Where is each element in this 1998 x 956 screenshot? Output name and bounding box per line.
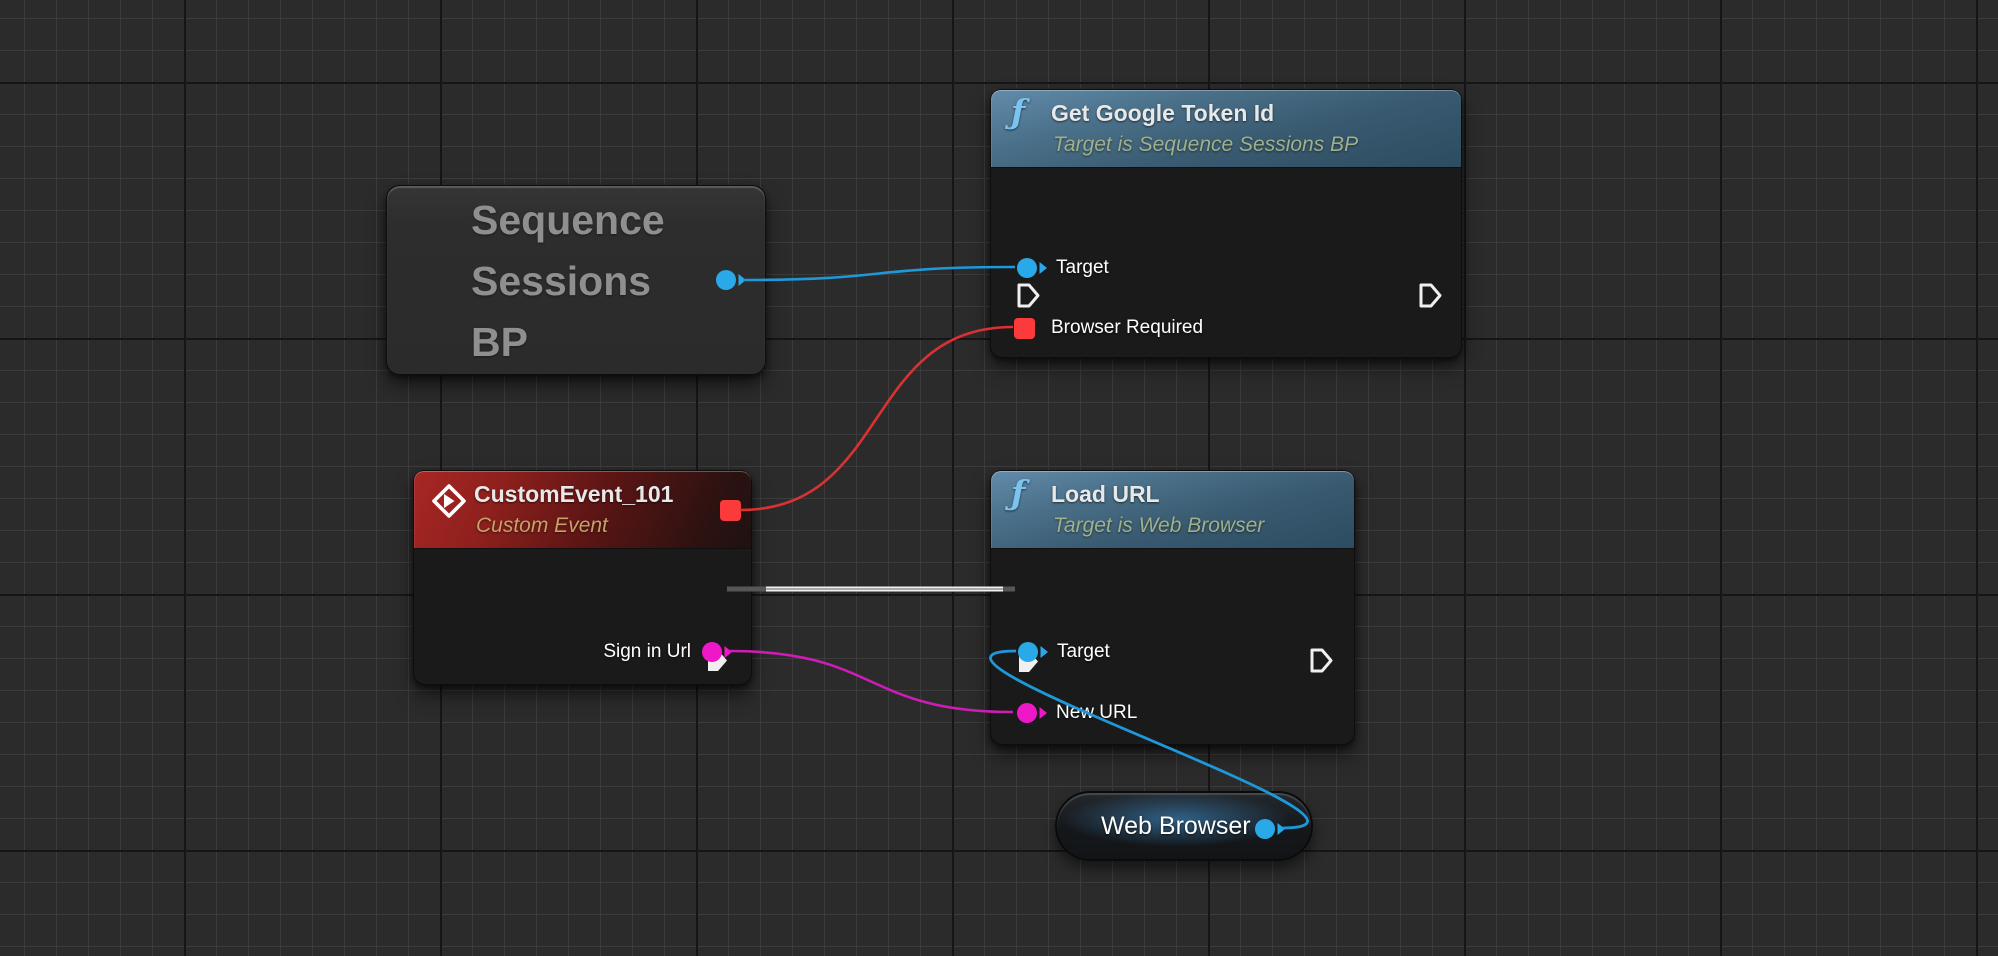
node-sequence-sessions-bp[interactable]: Sequence Sessions BP (386, 185, 766, 375)
exec-out-pin[interactable] (1308, 646, 1335, 675)
target-input-pin[interactable] (1016, 256, 1050, 280)
node-title: Load URL (1051, 481, 1160, 507)
exec-out-pin[interactable] (1417, 281, 1444, 310)
variable-name-line: Sequence (471, 197, 665, 243)
object-output-pin[interactable] (1254, 817, 1288, 841)
function-icon: ƒ (1011, 92, 1026, 131)
exec-in-pin[interactable] (1015, 281, 1042, 310)
variable-name-line: Sessions (471, 258, 652, 304)
pin-label-target: Target (1056, 257, 1109, 278)
pin-label-sign-in-url: Sign in Url (603, 641, 691, 662)
node-load-url[interactable]: ƒ Load URL Target is Web Browser Target … (990, 470, 1355, 745)
wire-object-sequence-to-target[interactable] (742, 265, 1016, 282)
pin-label-target: Target (1057, 641, 1110, 662)
node-header: CustomEvent_101 Custom Event (414, 471, 751, 549)
custom-event-icon (432, 484, 466, 518)
node-title: CustomEvent_101 (474, 481, 674, 507)
variable-name: Sequence Sessions BP (471, 190, 665, 373)
variable-name: Web Browser (1101, 812, 1251, 840)
delegate-output-pin[interactable] (719, 499, 743, 523)
wire-delegate-event-to-browser-required[interactable] (739, 325, 1014, 512)
function-icon: ƒ (1011, 473, 1026, 512)
node-subtitle: Target is Web Browser (1053, 514, 1265, 537)
target-input-pin[interactable] (1017, 640, 1051, 664)
node-subtitle: Target is Sequence Sessions BP (1053, 133, 1359, 156)
node-web-browser[interactable]: Web Browser (1055, 791, 1313, 861)
node-get-google-token-id[interactable]: ƒ Get Google Token Id Target is Sequence… (990, 89, 1462, 358)
node-title: Get Google Token Id (1051, 100, 1275, 126)
sign-in-url-output-pin[interactable] (701, 640, 735, 664)
pin-label-browser-required: Browser Required (1051, 317, 1204, 338)
node-header: ƒ Get Google Token Id Target is Sequence… (991, 90, 1461, 168)
node-subtitle: Custom Event (476, 514, 608, 537)
wire-string-sign-in-url-to-new-url[interactable] (728, 649, 1014, 714)
object-output-pin[interactable] (715, 268, 749, 292)
node-custom-event-101[interactable]: CustomEvent_101 Custom Event Sign in Url (413, 470, 752, 685)
wire-object-web-browser-to-target[interactable] (989, 649, 1309, 830)
variable-name-line: BP (471, 319, 528, 365)
new-url-input-pin[interactable] (1016, 701, 1050, 725)
browser-required-delegate-pin[interactable] (1013, 317, 1037, 341)
node-header: ƒ Load URL Target is Web Browser (991, 471, 1354, 549)
